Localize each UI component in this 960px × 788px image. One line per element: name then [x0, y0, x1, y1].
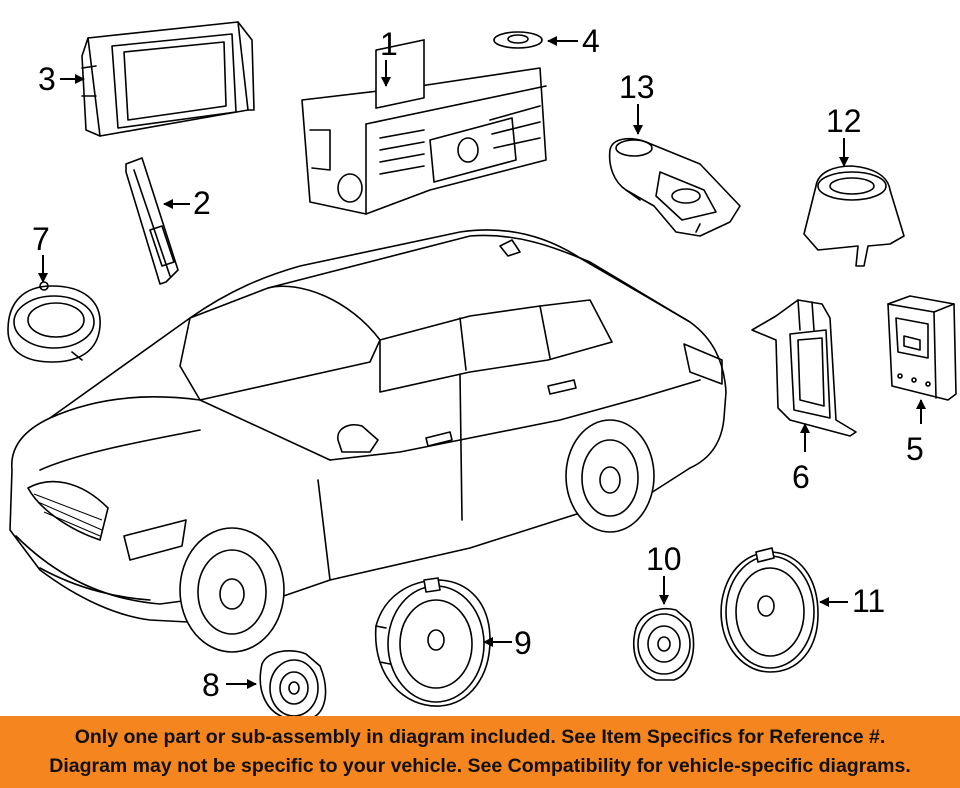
- part-11-speaker[interactable]: [720, 547, 819, 673]
- callout-label: 7: [32, 221, 50, 257]
- callout-label: 5: [906, 431, 924, 467]
- diagram-canvas: 1 2 3 4 5: [7, 21, 957, 716]
- callout-label: 8: [202, 667, 220, 703]
- part-6-bracket-module[interactable]: [751, 299, 857, 437]
- callout-label: 11: [852, 583, 885, 619]
- part-1-head-unit[interactable]: [301, 39, 547, 215]
- vehicle-outline: [9, 229, 727, 653]
- part-4-disc[interactable]: [493, 31, 543, 49]
- callout-label: 4: [582, 23, 600, 59]
- callout-label: 3: [38, 61, 56, 97]
- callout-label: 13: [619, 69, 655, 105]
- part-3-display[interactable]: [81, 21, 255, 137]
- part-12-speaker-housing[interactable]: [803, 165, 905, 267]
- notice-banner: Only one part or sub-assembly in diagram…: [0, 716, 960, 788]
- callout-label: 12: [826, 103, 862, 139]
- callout-label: 2: [193, 185, 211, 221]
- callout-label: 1: [380, 26, 398, 62]
- part-10-speaker[interactable]: [633, 608, 695, 681]
- part-13-switch-panel[interactable]: [608, 137, 741, 237]
- callout-label: 10: [646, 541, 682, 577]
- notice-line-1: Only one part or sub-assembly in diagram…: [74, 726, 886, 748]
- callout-label: 9: [514, 625, 532, 661]
- part-2-module[interactable]: [125, 157, 179, 285]
- part-9-speaker[interactable]: [374, 577, 491, 707]
- part-5-control-unit[interactable]: [887, 295, 957, 401]
- part-7-speaker[interactable]: [7, 281, 101, 363]
- notice-line-2: Diagram may not be specific to your vehi…: [49, 755, 911, 777]
- callout-label: 6: [792, 459, 810, 495]
- part-8-speaker[interactable]: [259, 650, 327, 716]
